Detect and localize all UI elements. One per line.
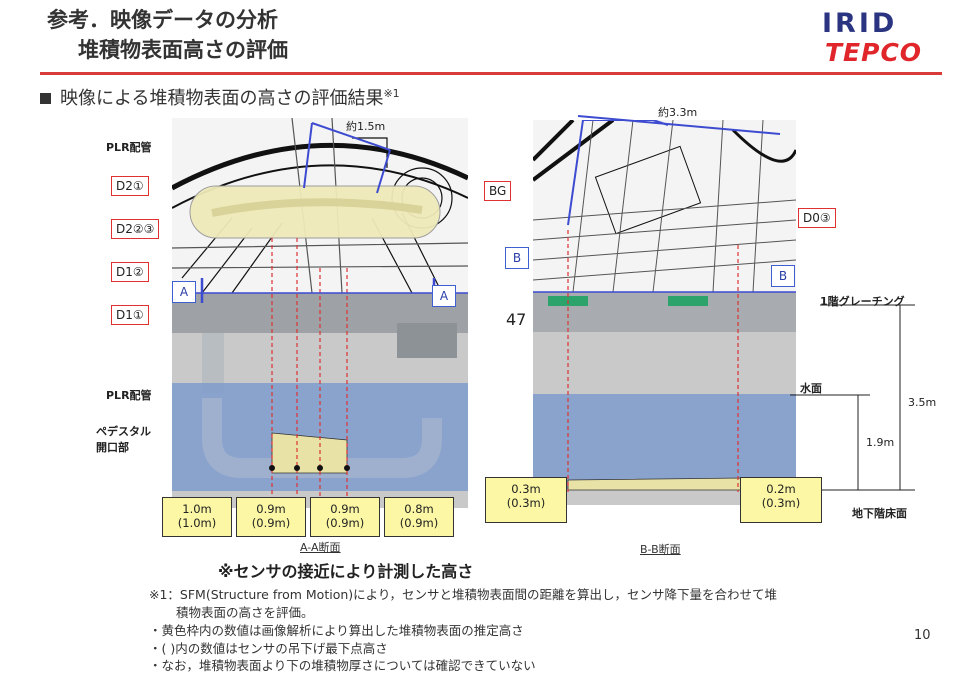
pedestal-label-1: ペデスタル [96, 425, 151, 438]
number-label-47: 47 [506, 310, 527, 329]
footnote-1-line1: ※1：SFM(Structure from Motion)により，センサと堆積物… [149, 587, 778, 602]
label-d1-2: D1② [111, 262, 149, 282]
tepco-logo: TEPCO [825, 38, 923, 67]
label-d0-3: D0③ [798, 208, 836, 228]
irid-logo: IRID [822, 8, 898, 39]
section-marker-b-left: B [505, 247, 529, 269]
aa-dimension-label: 約1.5m [346, 120, 386, 133]
bb-dimension-line [577, 115, 781, 135]
bb-section-diagram [533, 120, 796, 505]
header-divider [40, 72, 942, 75]
section-marker-b-right: B [771, 265, 795, 287]
bullet-square-icon [40, 93, 51, 104]
water-surface-label: 水面 [800, 382, 822, 395]
measure-box-1: 1.0m(1.0m) [162, 497, 232, 537]
measure-box-4: 0.8m(0.9m) [384, 497, 454, 537]
aa-section-caption: A-A断面 [300, 541, 341, 554]
grating-label: 1階グレーチング [820, 295, 905, 308]
label-d1-1: D1① [111, 305, 149, 325]
footnote-4: ・なお，堆積物表面より下の堆積物厚さについては確認できていない [149, 658, 536, 673]
bb-section-caption: B-B断面 [640, 543, 681, 556]
measure-box-d0: 0.2m(0.3m) [740, 477, 822, 523]
measure-box-3: 0.9m(0.9m) [310, 497, 380, 537]
label-d2-23: D2②③ [111, 219, 160, 239]
plr-pipe-side-label: PLR配管 [106, 389, 152, 402]
plr-pipe-top-label: PLR配管 [106, 141, 152, 154]
section-marker-a-right: A [432, 285, 456, 307]
page-number: 10 [914, 628, 931, 643]
dim-1-9m: 1.9m [866, 436, 895, 449]
pedestal-label-2: 開口部 [96, 441, 129, 454]
section-marker-a-left: A [172, 281, 196, 303]
dim-3-5m: 3.5m [908, 396, 937, 409]
aa-section-diagram [172, 118, 468, 508]
label-bg: BG [484, 181, 512, 201]
basement-floor-label: 地下階床面 [852, 507, 907, 520]
page-title-line1: 参考．映像データの分析 [47, 8, 278, 32]
footnote-3: ・( )内の数値はセンサの吊下げ最下点高さ [149, 641, 388, 656]
bb-dimension-label: 約3.3m [658, 106, 698, 119]
footnote-2: ・黄色枠内の数値は画像解析により算出した堆積物表面の推定高さ [149, 623, 524, 638]
section-subtitle: 映像による堆積物表面の高さの評価結果※1 [60, 87, 400, 109]
sensor-note: ※センサの接近により計測した高さ [218, 562, 474, 581]
measure-box-bg: 0.3m(0.3m) [485, 477, 567, 523]
subtitle-footnote-mark: ※1 [383, 87, 400, 100]
label-d2-1: D2① [111, 176, 149, 196]
footnote-1-line2: 積物表面の高さを評価。 [176, 605, 314, 620]
measure-box-2: 0.9m(0.9m) [236, 497, 306, 537]
page-title-line2: 堆積物表面高さの評価 [78, 38, 288, 62]
